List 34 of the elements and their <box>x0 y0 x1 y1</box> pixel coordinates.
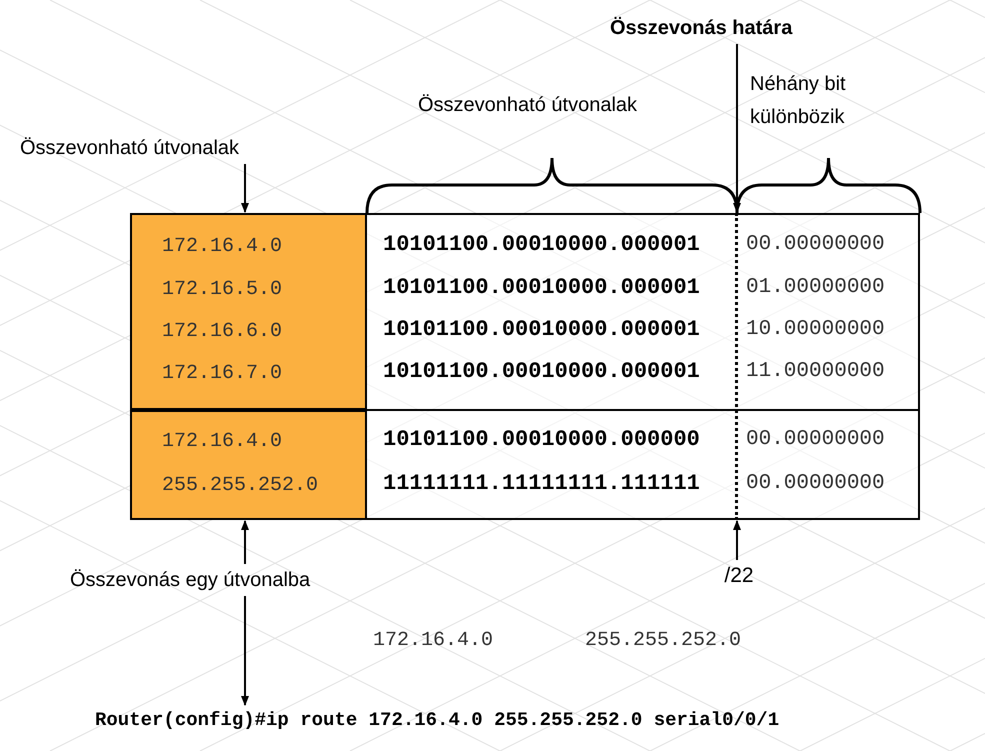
arrow <box>733 520 741 560</box>
ip-address: 172.16.4.0 <box>162 432 282 452</box>
text-label: Összevonás egy útvonalba <box>70 566 380 594</box>
boundary-line <box>735 213 739 520</box>
arrow <box>241 520 249 564</box>
arrow <box>241 596 249 706</box>
ip-address: 172.16.7.0 <box>162 364 282 384</box>
text-label: /22 <box>718 562 760 590</box>
binary-suffix: 00.00000000 <box>746 473 885 494</box>
brace-label: Összevonható útvonalak <box>418 93 638 118</box>
ip-address: 172.16.6.0 <box>162 322 282 342</box>
address-panel <box>130 410 367 520</box>
binary-prefix: 10101100.00010000.000001 <box>383 361 700 383</box>
binary-prefix: 11111111.11111111.111111 <box>383 473 700 495</box>
binary-prefix: 10101100.00010000.000001 <box>383 234 700 256</box>
binary-prefix: 10101100.00010000.000000 <box>383 429 700 451</box>
subnet-mask: 255.255.252.0 <box>585 628 742 654</box>
ip-address: 172.16.5.0 <box>162 280 282 300</box>
text-label: Összevonás határa <box>610 14 860 42</box>
ip-address: 172.16.4.0 <box>162 237 282 257</box>
arrow <box>241 164 249 213</box>
text-label: Összevonható útvonalak <box>20 134 300 162</box>
network-address: 172.16.4.0 <box>373 628 494 654</box>
brace-label: Néhány bit különbözik <box>750 72 847 130</box>
binary-prefix: 10101100.00010000.000001 <box>383 319 700 341</box>
binary-suffix: 11.00000000 <box>746 361 885 382</box>
address-panel <box>130 213 367 410</box>
binary-suffix: 00.00000000 <box>746 429 885 450</box>
binary-suffix: 01.00000000 <box>746 277 885 298</box>
binary-prefix: 10101100.00010000.000001 <box>383 277 700 299</box>
ip-address: 255.255.252.0 <box>162 476 318 496</box>
binary-suffix: 00.00000000 <box>746 234 885 255</box>
text-label: Router(config)#ip route 172.16.4.0 255.255.252.0 serial0/0/1 <box>95 706 965 734</box>
binary-suffix: 10.00000000 <box>746 319 885 340</box>
